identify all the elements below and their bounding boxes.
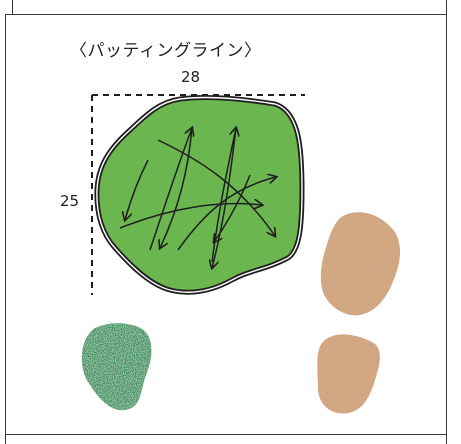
sand-bunker-upper <box>320 212 401 316</box>
frame-bottom-line <box>5 434 447 435</box>
putting-line-arrow <box>160 127 193 248</box>
putting-line-arrow <box>177 177 276 251</box>
putting-green-shape <box>94 95 305 295</box>
height-dimension-label: 25 <box>60 192 80 210</box>
width-dimension-label: 28 <box>181 68 201 86</box>
frame-left-line <box>5 14 6 444</box>
putting-line-arrow <box>211 128 236 263</box>
putting-line-arrow <box>125 159 149 220</box>
putting-line-arrow <box>149 128 192 251</box>
frame-stub-right <box>446 0 447 14</box>
putting-line-arrows <box>119 127 276 268</box>
frame-right-line <box>446 14 447 444</box>
dark-green-shape <box>81 323 152 411</box>
diagram-title: 〈パッティングライン〉 <box>70 41 262 61</box>
putting-line-arrow <box>157 139 275 236</box>
frame-stub-left <box>12 0 13 14</box>
putting-line-arrow <box>119 204 262 229</box>
putting-line-arrow <box>214 174 251 242</box>
frame-top-line <box>5 14 447 15</box>
sand-bunker-lower <box>317 334 380 414</box>
putting-green-inner-outline <box>96 96 303 293</box>
